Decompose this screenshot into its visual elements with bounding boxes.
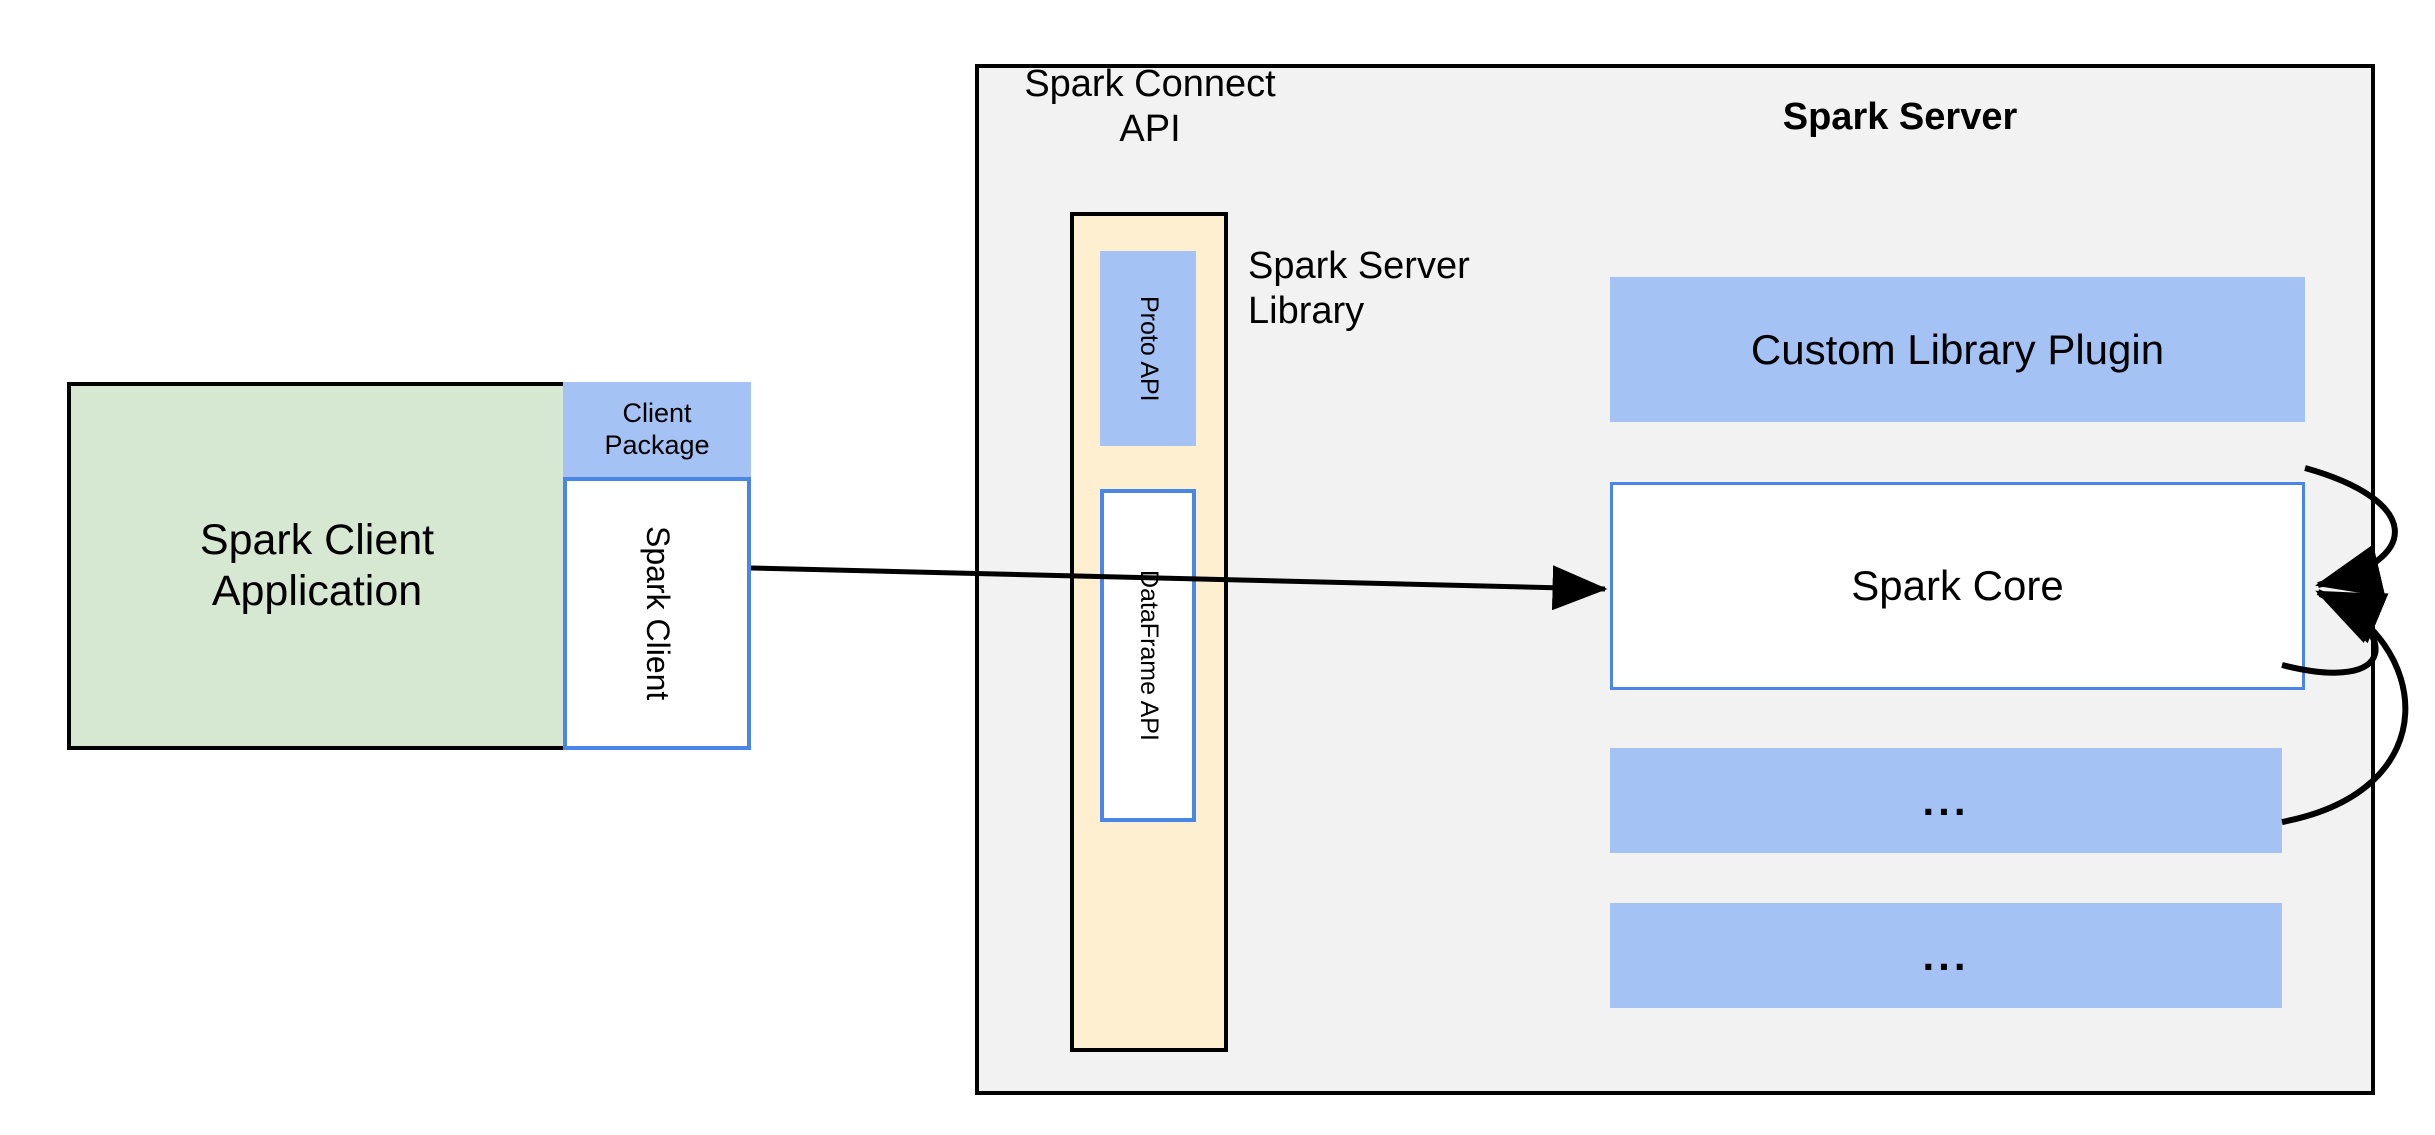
connect-api-label-line2: API <box>1119 107 1181 150</box>
spark-server-title: Spark Server <box>1782 96 2018 138</box>
custom-library-plugin-box: Custom Library Plugin <box>1610 277 2305 422</box>
spark-client-label: Spark Client <box>639 526 676 701</box>
client-package-box: Client Package <box>563 382 751 478</box>
client-package-label: Client Package <box>604 398 709 462</box>
connect-api-label-line1: Spark Connect <box>1024 63 1276 105</box>
spark-core-label: Spark Core <box>1851 562 2064 610</box>
client-package-label-line1: Client <box>622 398 692 429</box>
spark-connect-api-label: Spark Connect API <box>1000 62 1300 152</box>
spark-client-application-box: Spark Client Application <box>67 382 567 750</box>
spark-client-box: Spark Client <box>563 477 751 750</box>
client-package-label-line2: Package <box>604 430 710 460</box>
ellipsis-label-1: ... <box>1922 776 1970 824</box>
spark-core-box: Spark Core <box>1610 482 2305 690</box>
application-label-line1: Spark Client <box>199 516 435 565</box>
dataframe-api-label: DataFrame API <box>1134 570 1163 741</box>
server-library-label-line2: Library <box>1248 289 1365 332</box>
ellipsis-label-2: ... <box>1922 931 1970 979</box>
server-library-label-line1: Spark Server <box>1248 245 1470 287</box>
proto-api-box: Proto API <box>1100 251 1196 446</box>
application-label-line2: Application <box>211 567 423 615</box>
spark-client-application-label: Spark Client Application <box>200 515 434 616</box>
ellipsis-box-2: ... <box>1610 903 2282 1008</box>
proto-api-label: Proto API <box>1134 295 1163 402</box>
ellipsis-box-1: ... <box>1610 748 2282 853</box>
custom-library-plugin-label: Custom Library Plugin <box>1750 325 2165 373</box>
spark-server-library-label: Spark Server Library <box>1248 244 1578 334</box>
dataframe-api-box: DataFrame API <box>1100 489 1196 822</box>
